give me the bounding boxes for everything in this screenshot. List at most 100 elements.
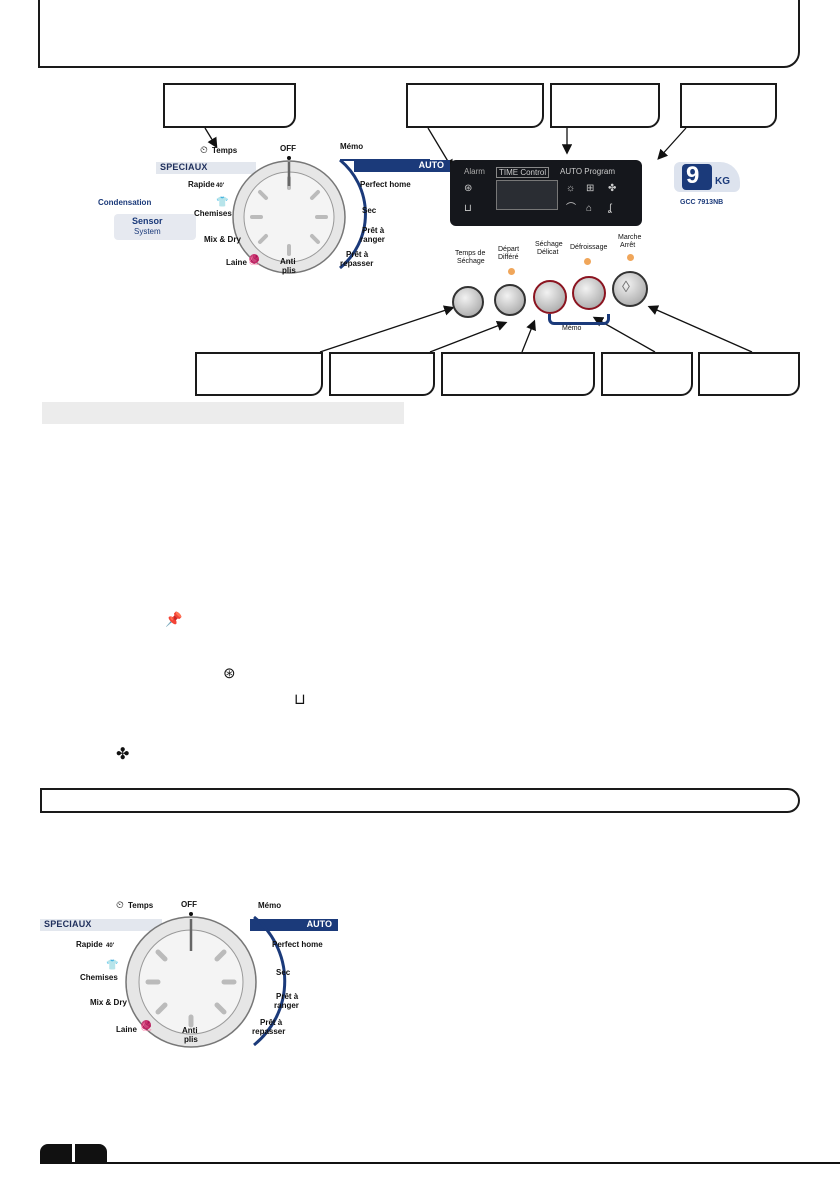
dial2-perfect-home-label: Perfect home: [272, 940, 323, 949]
dial-sec-label: Sec: [362, 206, 377, 215]
time-control-label: TIME Control: [496, 167, 550, 178]
callout-temps-sechage: [195, 352, 323, 396]
auto-program-label: AUTO Program: [560, 167, 615, 176]
dial-pret-repasser-1: Prêt à: [346, 250, 369, 259]
callout-marche: [698, 352, 800, 396]
system-label: System: [134, 227, 161, 236]
btn-marche-label-1: Marche: [618, 234, 642, 241]
callout-depart: [329, 352, 435, 396]
dial2-rapide-sub: 40': [106, 943, 115, 949]
dial-mixdry-label: Mix & Dry: [204, 235, 241, 244]
dial-temps-label: Temps: [212, 146, 238, 155]
power-icon: ◊: [622, 279, 630, 296]
dial2-pret-ranger-2: ranger: [274, 1001, 299, 1010]
sensor-badge: Condensation Sensor System: [98, 196, 210, 242]
dial-pret-ranger-1: Prêt à: [362, 226, 385, 235]
dial-off-label: OFF: [280, 144, 296, 153]
sensor-label: Sensor: [132, 216, 163, 226]
callout-auto-program: [550, 83, 660, 128]
defroissage-button[interactable]: [572, 276, 606, 310]
iron-icon: ⌂: [586, 203, 593, 214]
marche-led: [627, 254, 634, 261]
cupboard-icon: ⊞: [586, 183, 595, 194]
btn-marche-label-2: Arrêt: [620, 242, 636, 249]
wool-icon-2: 🧶: [140, 1021, 153, 1032]
alarm-filter-icon-2: ⊛: [223, 665, 236, 682]
section-2-heading: [40, 788, 800, 813]
footer-rule: [40, 1162, 840, 1164]
program-dial: SPECIAUX AUTO OFF ⏲ Temps Mémo Rapide 40…: [140, 138, 450, 275]
dial-rapide-sub: 40': [216, 183, 225, 189]
callout-display: [406, 83, 544, 128]
dial-chemises-label: Chemises: [194, 209, 232, 218]
auto-label: AUTO: [354, 160, 450, 172]
capacity-unit: KG: [715, 176, 730, 187]
dial-anti-label: Anti: [280, 257, 296, 266]
dial-perfect-home-label: Perfect home: [360, 180, 411, 189]
water-container-icon-2: ⊔: [294, 691, 306, 708]
dial2-plis-label: plis: [184, 1035, 198, 1044]
footer-page-tab-1: [40, 1144, 72, 1164]
callout-dial: [163, 83, 296, 128]
pin-icon: 📌: [165, 611, 183, 627]
callout-delicat: [441, 352, 595, 396]
btn-temps-sechage-label-1: Temps de: [455, 250, 486, 257]
dial2-temps-label: Temps: [128, 901, 154, 910]
fan-icon: ✤: [608, 183, 617, 194]
clock-icon-2: ⏲: [116, 900, 124, 911]
btn-depart-label-1: Départ: [498, 246, 520, 253]
water-container-icon: ⊔: [464, 203, 472, 214]
callout-defroissage: [601, 352, 693, 396]
speciaux-label-2: SPECIAUX: [40, 919, 162, 931]
dial2-chemises-label: Chemises: [80, 973, 118, 982]
depart-differe-button[interactable]: [494, 284, 526, 316]
dial2-anti-label: Anti: [182, 1026, 198, 1035]
btn-defroissage-label: Défroissage: [570, 244, 608, 251]
dial-plis-label: plis: [282, 266, 296, 275]
btn-delicat-label-2: Délicat: [537, 249, 559, 256]
btn-temps-sechage-label-2: Séchage: [457, 258, 485, 265]
model-number: GCC 7913NB: [680, 199, 724, 206]
btn-depart-label-2: Différé: [498, 254, 519, 261]
dial2-pret-repasser-1: Prêt à: [260, 1018, 283, 1027]
dial-rapide-label: Rapide: [188, 180, 215, 189]
dial2-mixdry-label: Mix & Dry: [90, 998, 127, 1007]
header-frame: [38, 0, 800, 68]
auto-label-2: AUTO: [250, 919, 338, 931]
dial2-pret-repasser-2: repasser: [252, 1027, 286, 1036]
callout-capacity: [680, 83, 777, 128]
clock-icon: ⏲: [200, 145, 208, 156]
sechage-delicat-button[interactable]: [533, 280, 567, 314]
program-dial-2: SPECIAUX AUTO OFF ⏲ Temps Mémo Rapide 40…: [40, 895, 350, 1055]
capacity-number: 9: [686, 162, 700, 189]
dial2-off-label: OFF: [181, 900, 197, 909]
hanger-icon: ⌒: [566, 203, 576, 214]
dial2-memo-label: Mémo: [258, 901, 282, 910]
speciaux-label: SPECIAUX: [156, 162, 256, 174]
fan-icon-2: ✤: [116, 746, 130, 763]
dial2-rapide-label: Rapide: [76, 940, 103, 949]
depart-led: [508, 268, 515, 275]
control-display-panel: Alarm TIME Control AUTO Program ⊛ ⊔ ☼ ⊞ …: [450, 160, 642, 226]
sun-icon: ☼: [566, 183, 576, 194]
dial2-laine-label: Laine: [116, 1025, 137, 1034]
section-heading-bar: [42, 402, 404, 424]
footer-page-tab-2: [75, 1144, 107, 1164]
wool-icon: 🧶: [248, 255, 261, 266]
marche-arret-button[interactable]: ◊: [612, 271, 648, 307]
shirt-icon: 👕: [216, 197, 229, 208]
anti-crease-icon: ʆ: [608, 203, 612, 214]
dial-memo-label: Mémo: [340, 142, 364, 151]
dial2-sec-label: Sec: [276, 968, 291, 977]
defroissage-led: [584, 258, 591, 265]
dial-pret-repasser-2: repasser: [340, 259, 374, 268]
condensation-label: Condensation: [98, 198, 152, 207]
btn-delicat-label-1: Séchage: [535, 241, 563, 248]
memo-bracket: [548, 314, 610, 325]
temps-sechage-button[interactable]: [452, 286, 484, 318]
dial2-pret-ranger-1: Prêt à: [276, 992, 299, 1001]
alarm-label: Alarm: [464, 167, 485, 176]
memo-button-label: Mémo: [562, 325, 582, 332]
digit-screen: [496, 180, 558, 210]
dial-laine-label: Laine: [226, 258, 247, 267]
